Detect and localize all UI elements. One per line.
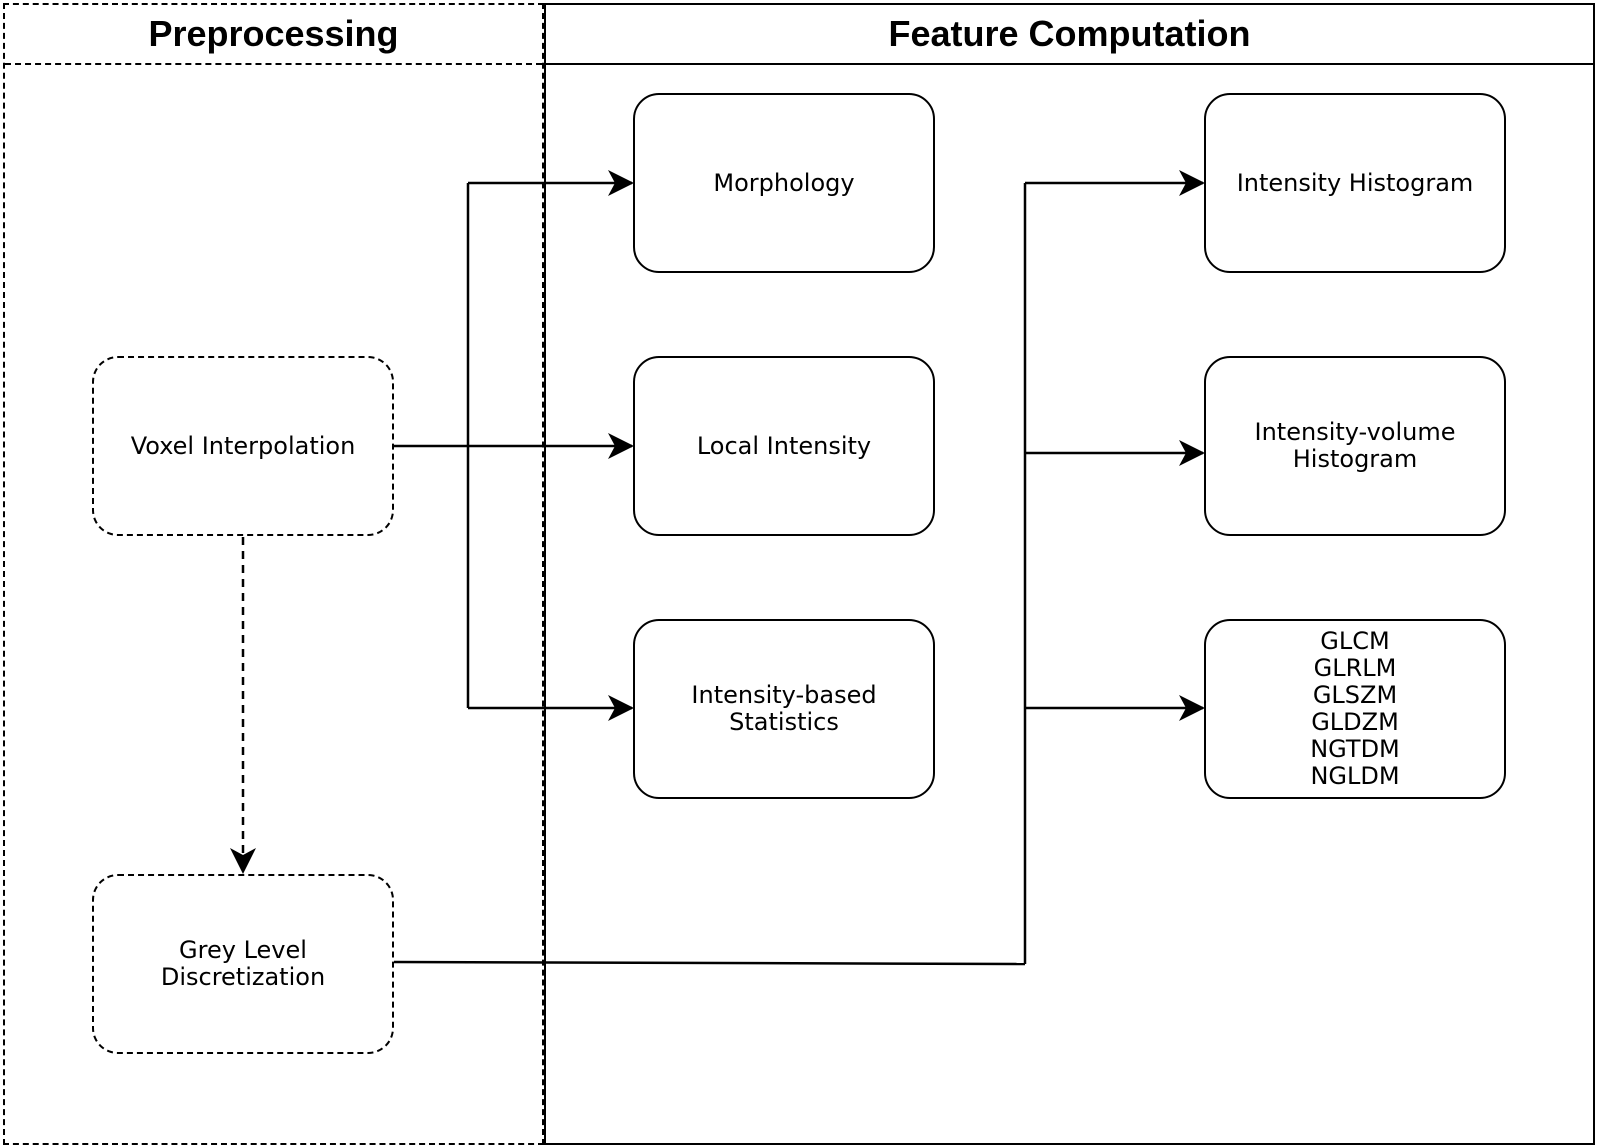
intensity-statistics-label-line2: Statistics — [729, 708, 839, 736]
intensity-histogram-label: Intensity Histogram — [1236, 168, 1474, 197]
glrlm-label: GLRLM — [1313, 654, 1397, 682]
edge-discretization-to-bus — [393, 960, 1026, 966]
feature-computation-lane-title: Feature Computation — [546, 5, 1593, 65]
morphology-label: Morphology — [713, 168, 855, 197]
intensity-histogram-node: Intensity Histogram — [1204, 93, 1506, 273]
voxel-interpolation-node: Voxel Interpolation — [92, 356, 394, 536]
local-intensity-node: Local Intensity — [633, 356, 935, 536]
grey-level-discretization-label-line1: Grey Level — [179, 936, 307, 964]
grey-level-discretization-node: Grey Level Discretization — [92, 874, 394, 1054]
intensity-statistics-node: Intensity-based Statistics — [633, 619, 935, 799]
ngtdm-label: NGTDM — [1310, 735, 1400, 763]
texture-matrices-node: GLCM GLRLM GLSZM GLDZM NGTDM NGLDM — [1204, 619, 1506, 799]
intensity-volume-histogram-label-line1: Intensity-volume — [1254, 418, 1456, 446]
preprocessing-lane: Preprocessing — [3, 3, 544, 1145]
feature-computation-lane: Feature Computation — [544, 3, 1595, 1145]
local-intensity-label: Local Intensity — [696, 431, 872, 460]
voxel-interpolation-label: Voxel Interpolation — [130, 431, 356, 460]
preprocessing-lane-title: Preprocessing — [5, 5, 542, 65]
glszm-label: GLSZM — [1312, 681, 1398, 709]
ngldm-label: NGLDM — [1310, 762, 1400, 790]
intensity-statistics-label-line1: Intensity-based — [691, 681, 877, 709]
glcm-label: GLCM — [1320, 627, 1390, 655]
grey-level-discretization-label-line2: Discretization — [160, 963, 326, 991]
intensity-volume-histogram-label-line2: Histogram — [1292, 445, 1418, 473]
gldzm-label: GLDZM — [1311, 708, 1399, 736]
intensity-volume-histogram-node: Intensity-volume Histogram — [1204, 356, 1506, 536]
morphology-node: Morphology — [633, 93, 935, 273]
